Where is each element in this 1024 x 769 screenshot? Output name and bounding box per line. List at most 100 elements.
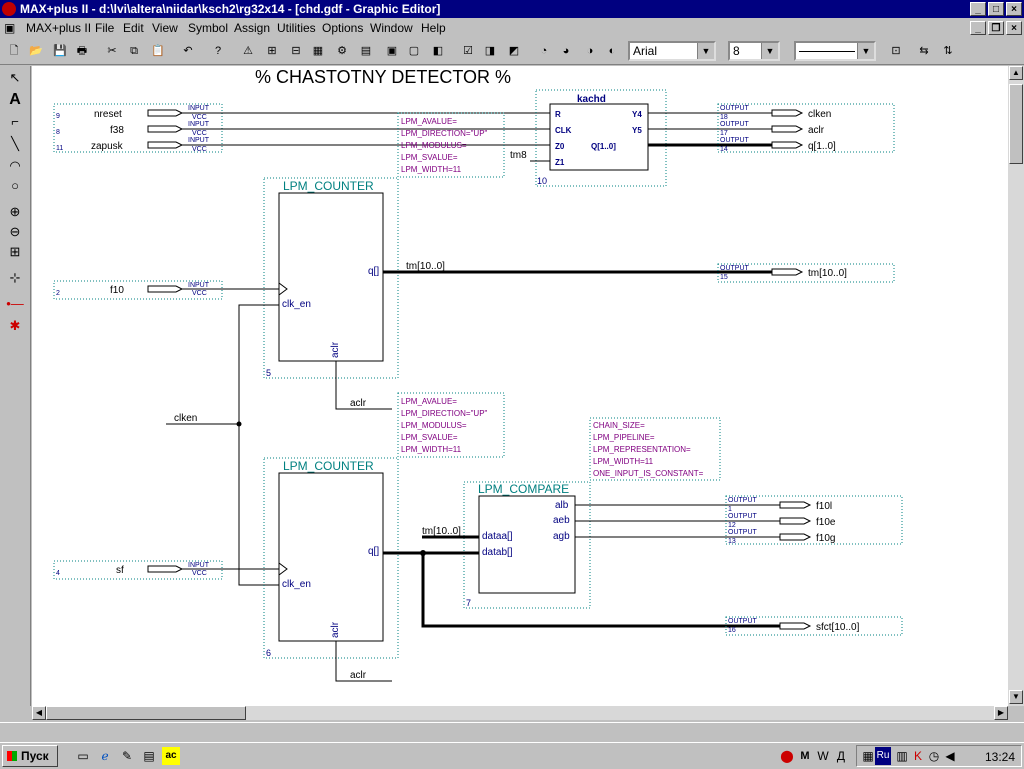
hierarchy-display-icon[interactable]: ⊟ [291,45,301,57]
close-button[interactable]: × [1006,2,1022,16]
app-icon[interactable] [2,2,16,16]
antivirus-icon[interactable]: K [913,749,922,763]
kachd-block[interactable]: kachd R CLK Z0 Z1 Y4 Y5 Q[1..0] 10 [535,89,667,187]
lpm-counter-1[interactable]: LPM_COUNTER clk_en q[] aclr 5 [263,177,399,379]
start-button[interactable]: Пуск [2,745,58,767]
doc-minimize-button[interactable]: _ [970,21,986,35]
connect-line-icon[interactable]: •—• [6,296,24,331]
help-pointer-icon[interactable]: ? [214,45,222,57]
output-pin-clken[interactable]: OUTPUT 18 clken [717,103,895,153]
desktop-icon[interactable]: ▭ [77,749,89,763]
params-kachd[interactable]: LPM_AVALUE= LPM_DIRECTION="UP" LPM_MODUL… [397,112,505,178]
zoom-out-icon[interactable]: ⊖ [9,224,21,239]
menu-system-icon[interactable]: ▣ [4,21,16,35]
menu-file[interactable]: File [95,21,115,35]
output-pin-q[interactable]: OUTPUT 14 q[1..0] [720,137,836,153]
schematic-canvas[interactable]: .w{stroke:#000;stroke-width:1;fill:none;… [32,66,1008,706]
find-next-icon[interactable]: ◑ [586,45,594,57]
open-file-icon[interactable]: 📂 [29,45,43,57]
compile-icon[interactable]: ⚙ [337,45,347,57]
line-style-select[interactable]: ▼ [794,41,876,61]
volume-icon[interactable]: ◀ [945,749,955,763]
network-icon[interactable]: ▦ [862,749,874,763]
lpm-counter-2[interactable]: LPM_COUNTER clk_en q[] aclr 6 [263,457,399,659]
lpm-compare[interactable]: LPM_COMPARE dataa[] datab[] alb aeb agb … [463,481,591,609]
menu-help[interactable]: Help [421,21,446,35]
font-select[interactable]: Arial ▼ [628,41,716,61]
horizontal-scrollbar[interactable]: ◀ ▶ [32,706,1008,720]
output-pin-f10g[interactable]: OUTPUT 13 f10g [728,529,835,545]
menu-window[interactable]: Window [370,21,413,35]
save-icon[interactable]: 💾 [53,45,67,57]
params-compare[interactable]: CHAIN_SIZE= LPM_PIPELINE= LPM_REPRESENTA… [589,417,721,481]
simulate-icon[interactable]: ▤ [360,45,372,57]
print-icon[interactable]: 🖶 [76,45,88,57]
scroll-up-icon[interactable]: ▲ [1009,66,1023,80]
diagonal-line-icon[interactable]: ╲ [11,136,19,151]
size-select[interactable]: 8 ▼ [728,41,780,61]
floorplan-icon[interactable]: ▦ [312,45,324,57]
compile-project-icon[interactable]: ◨ [484,45,496,57]
find-icon[interactable]: ◔ [540,45,548,57]
scroll-right-icon[interactable]: ▶ [994,706,1008,720]
set-project-icon[interactable]: ▢ [408,45,420,57]
explorer-icon[interactable]: ✎ [121,749,133,763]
paste-icon[interactable]: 📋 [151,45,165,57]
maximize-button[interactable]: □ [988,2,1004,16]
clock-icon[interactable]: ◷ [928,749,940,763]
word-task-icon[interactable]: W [817,749,829,763]
input-pin-nreset[interactable]: 9 nreset INPUT VCC [53,103,223,153]
undo-icon[interactable]: ↶ [183,45,193,57]
app-shortcut-icon[interactable]: ac [162,747,180,765]
copy-icon[interactable]: ⧉ [130,45,138,57]
browser-icon[interactable]: ℯ [101,749,109,763]
terminal-icon[interactable]: ▤ [143,749,155,763]
menu-view[interactable]: View [152,21,178,35]
output-pin-f10l[interactable]: OUTPUT 1 f10l [725,495,903,545]
input-pin-f38[interactable]: 8 f38 INPUT VCC [56,121,210,137]
cut-icon[interactable]: ✂ [107,45,117,57]
maxplus-task-icon[interactable]: ⬤ [780,749,794,763]
menu-assign[interactable]: Assign [234,21,271,35]
open-project-icon[interactable]: ▣ [386,45,398,57]
toggle-icon[interactable]: ⇆ [919,45,929,57]
find-error-icon[interactable]: ◐ [608,45,616,57]
output-pin-sfct[interactable]: OUTPUT 16 sfct[10..0] [725,616,903,636]
menu-edit[interactable]: Edit [123,21,144,35]
maxplus-task-label[interactable]: M [800,750,810,762]
input-pin-zapusk[interactable]: 11 zapusk INPUT VCC [56,137,210,153]
zoom-fit-icon[interactable]: ⊡ [891,45,901,57]
orthogonal-line-icon[interactable]: ⌐ [11,114,19,129]
hierarchy-up-icon[interactable]: ⊞ [267,45,277,57]
text-tool-icon[interactable]: A [9,91,21,108]
rubberband-icon[interactable]: ⊹ [9,270,21,285]
new-file-icon[interactable]: 🗋 [9,45,19,57]
menu-utilities[interactable]: Utilities [277,21,316,35]
find-node-icon[interactable]: ◕ [562,45,570,57]
chevron-down-icon[interactable]: ▼ [857,43,874,59]
clock[interactable]: 13:24 [984,750,1015,764]
fit-window-icon[interactable]: ⊞ [9,244,21,259]
chevron-down-icon[interactable]: ▼ [761,43,778,59]
scroll-down-icon[interactable]: ▼ [1009,690,1023,704]
output-pin-aclr[interactable]: OUTPUT 17 aclr [720,121,825,137]
output-pin-f10e[interactable]: OUTPUT 12 f10e [728,513,836,529]
doc-restore-button[interactable]: ❐ [988,21,1004,35]
doc-task-icon[interactable]: Д [836,749,846,763]
save-check-icon[interactable]: ◧ [432,45,444,57]
simulate-project-icon[interactable]: ◩ [508,45,520,57]
zoom-in-icon[interactable]: ⊕ [9,204,21,219]
vertical-scrollbar[interactable]: ▲ ▼ [1008,66,1024,706]
input-pin-sf[interactable]: 4 sf INPUT VCC [53,560,223,580]
arc-tool-icon[interactable]: ◠ [9,158,21,173]
input-pin-f10[interactable]: 2 f10 INPUT VCC [53,280,223,300]
warning-icon[interactable]: ⚠ [243,45,253,57]
cross-connect-icon[interactable]: ✱ [9,318,21,333]
menu-options[interactable]: Options [322,21,364,35]
params-counter-2[interactable]: LPM_AVALUE= LPM_DIRECTION="UP" LPM_MODUL… [397,392,505,458]
chevron-down-icon[interactable]: ▼ [697,43,714,59]
tray-icon[interactable]: ▥ [896,749,908,763]
check-icon[interactable]: ☑ [463,45,473,57]
minimize-button[interactable]: _ [970,2,986,16]
doc-close-button[interactable]: × [1006,21,1022,35]
